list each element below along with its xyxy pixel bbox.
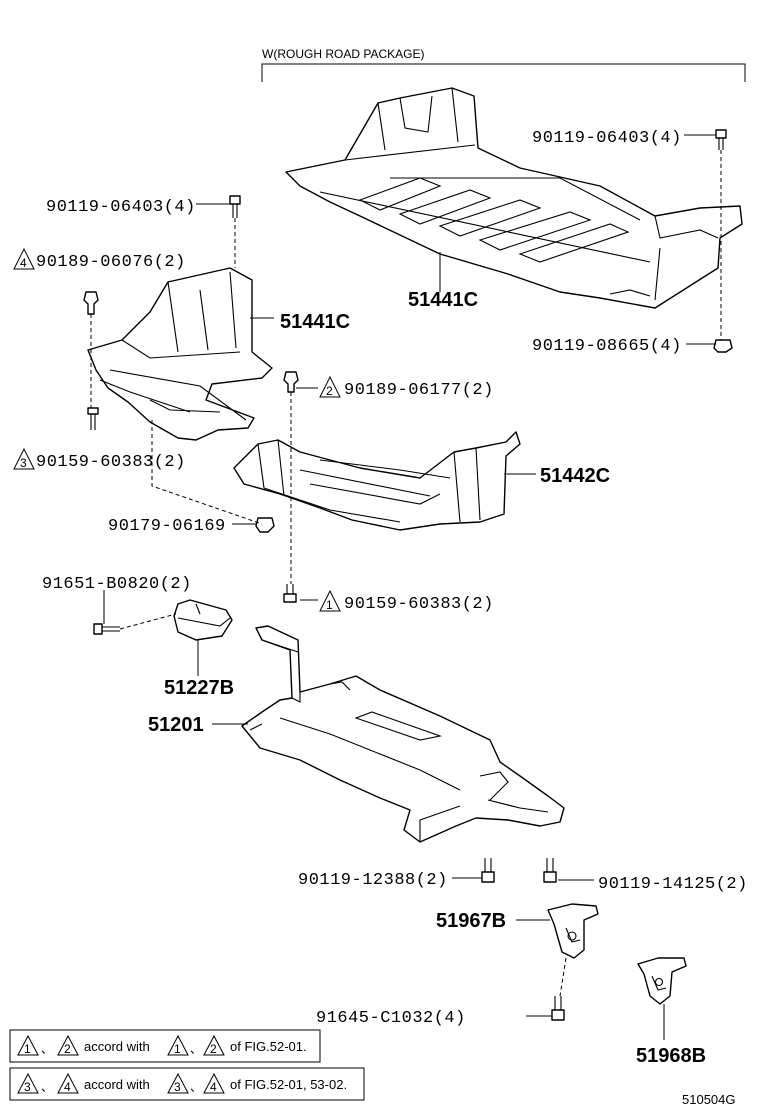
bracket-51968b[interactable] — [637, 957, 687, 1005]
undercover-51441c-large[interactable] — [285, 87, 743, 309]
svg-text:2: 2 — [326, 384, 333, 398]
nut-icon — [255, 517, 275, 533]
note-box-1: 1 、 2 accord with 1 、 2 of FIG.52-01. — [9, 1029, 321, 1063]
label-51441c-large: 51441C — [408, 289, 478, 311]
label-90119-14125: 90119-14125(2) — [598, 875, 748, 894]
svg-text:3: 3 — [174, 1080, 181, 1094]
label-90159-60383-right: 90159-60383(2) — [344, 595, 494, 614]
label-90119-06403-right: 90119-06403(4) — [532, 129, 682, 148]
svg-text:2: 2 — [210, 1042, 217, 1056]
svg-text:1: 1 — [326, 598, 333, 612]
label-90119-06403-left: 90119-06403(4) — [46, 198, 196, 217]
bracket-51227b[interactable] — [173, 599, 233, 641]
bolt-icon — [543, 858, 557, 883]
bolt-icon — [93, 623, 120, 635]
label-90119-12388: 90119-12388(2) — [298, 871, 448, 890]
bracket-51967b[interactable] — [547, 903, 599, 959]
svg-text:accord with: accord with — [84, 1039, 150, 1054]
undercover-51442c[interactable] — [233, 431, 521, 531]
label-51968b: 51968B — [636, 1045, 706, 1067]
svg-text:、: 、 — [190, 1080, 202, 1094]
svg-text:1: 1 — [24, 1042, 31, 1056]
bolt-icon — [551, 996, 565, 1021]
svg-text:of FIG.52-01, 53-02.: of FIG.52-01, 53-02. — [230, 1077, 347, 1092]
svg-text:、: 、 — [41, 1042, 53, 1056]
clip-icon — [83, 291, 99, 315]
package-bracket: W(ROUGH ROAD PACKAGE) — [261, 47, 746, 82]
svg-text:3: 3 — [20, 456, 27, 470]
label-90119-08665: 90119-08665(4) — [532, 337, 682, 356]
svg-text:1: 1 — [174, 1042, 181, 1056]
label-90189-06177: 90189-06177(2) — [344, 381, 494, 400]
label-51967b: 51967B — [436, 910, 506, 932]
label-51441c: 51441C — [280, 311, 350, 333]
svg-text:of FIG.52-01.: of FIG.52-01. — [230, 1039, 307, 1054]
svg-text:3: 3 — [24, 1080, 31, 1094]
svg-text:、: 、 — [190, 1042, 202, 1056]
bolt-icon — [87, 407, 99, 430]
label-90189-06076: 90189-06076(2) — [36, 253, 186, 272]
undercover-51441c[interactable] — [87, 267, 273, 441]
bolt-icon — [715, 129, 727, 150]
svg-text:4: 4 — [210, 1080, 217, 1094]
clip-icon — [283, 371, 299, 393]
label-51227b: 51227B — [164, 677, 234, 699]
bolt-icon — [481, 858, 495, 883]
svg-text:、: 、 — [41, 1080, 53, 1094]
label-51442c: 51442C — [540, 465, 610, 487]
svg-text:4: 4 — [20, 256, 27, 270]
svg-text:accord with: accord with — [84, 1077, 150, 1092]
label-90159-60383-left: 90159-60383(2) — [36, 453, 186, 472]
bolt-icon — [283, 584, 297, 603]
bolt-icon — [229, 195, 241, 218]
marker-3-triangle: 3 — [13, 447, 35, 470]
svg-text:4: 4 — [64, 1080, 71, 1094]
label-91645-c1032: 91645-C1032(4) — [316, 1009, 466, 1028]
marker-2-triangle: 2 — [319, 375, 341, 398]
marker-1-triangle: 1 — [319, 589, 341, 612]
label-91651-b0820: 91651-B0820(2) — [42, 575, 192, 594]
marker-4-triangle: 4 — [13, 247, 35, 270]
figure-code: 510504G — [682, 1092, 736, 1107]
label-90179-06169: 90179-06169 — [108, 517, 226, 536]
nut-icon — [713, 339, 733, 353]
note-box-2: 3 、 4 accord with 3 、 4 of FIG.52-01, 53… — [9, 1067, 365, 1101]
label-51201: 51201 — [148, 714, 204, 736]
package-label: W(ROUGH ROAD PACKAGE) — [262, 47, 424, 61]
crossmember-51201[interactable] — [241, 625, 565, 843]
svg-text:2: 2 — [64, 1042, 71, 1056]
